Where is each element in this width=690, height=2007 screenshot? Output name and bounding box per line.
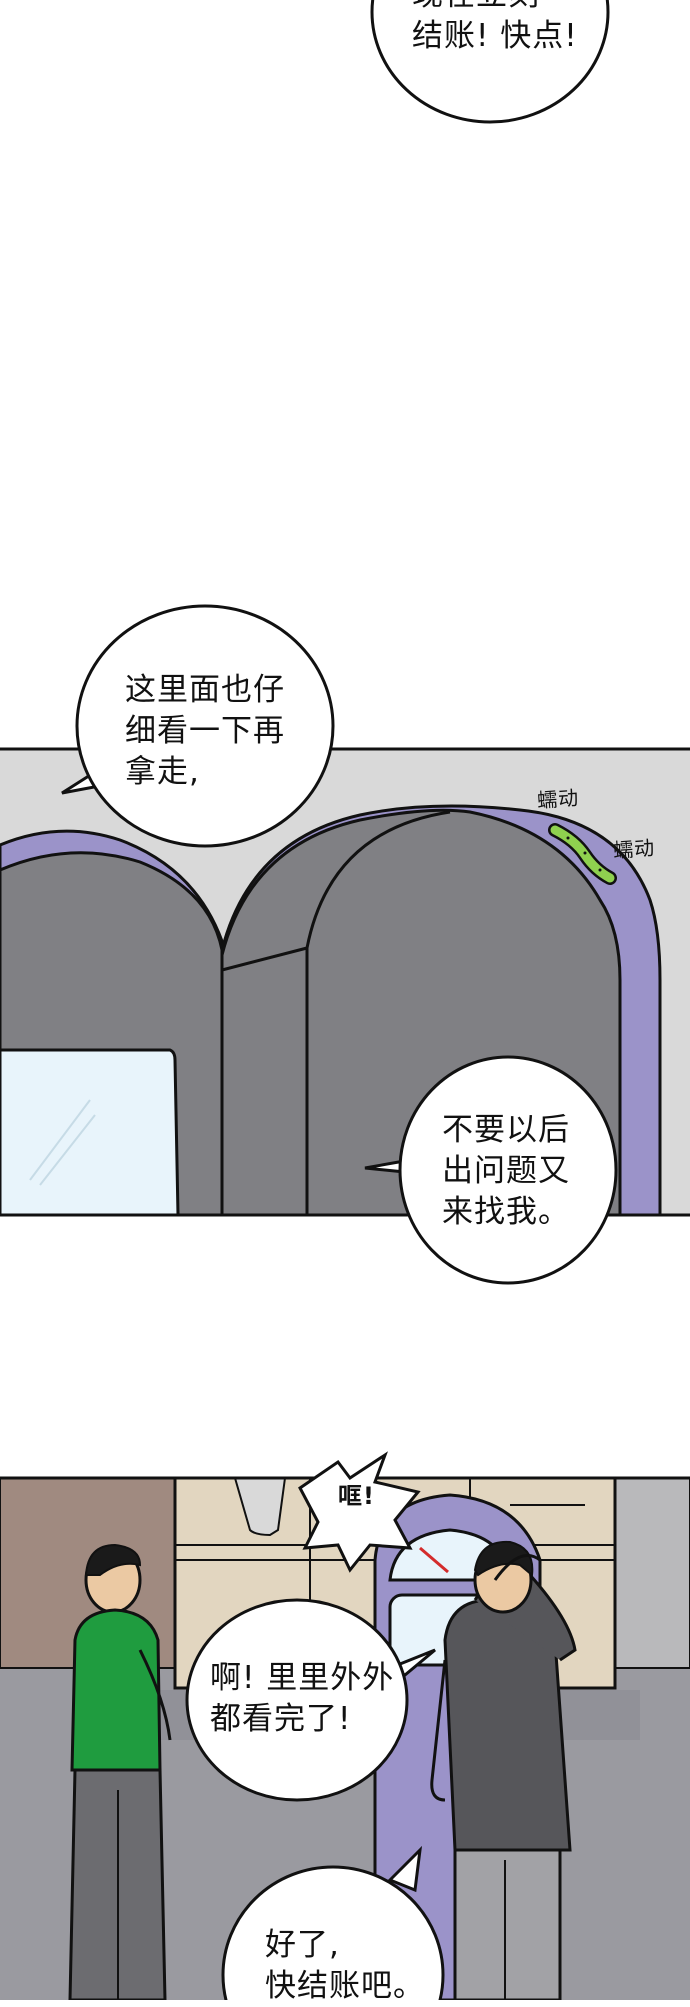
green-man-shirt — [70, 1608, 162, 1772]
hanging-cloth — [233, 1477, 287, 1537]
bubble-warning-shape — [364, 1055, 618, 1285]
bubble-done-line-2: 都看完了! — [210, 1701, 352, 1737]
bubble-top-line-2: 结账! 快点! — [412, 18, 578, 54]
clang-burst — [298, 1451, 421, 1573]
worm — [550, 825, 615, 883]
bubble-warning-line-2: 出问题又 — [442, 1153, 570, 1189]
bubble-checkout-body — [221, 1865, 445, 2000]
bubble-inspect-line-2: 细看一下再 — [125, 713, 285, 749]
green-man-arm — [138, 1649, 172, 1741]
bubble-done-line-1: 啊! 里里外外 — [210, 1660, 395, 1696]
left-machine-window — [0, 1048, 180, 1217]
man-raised-arm — [493, 1554, 541, 1581]
worm-spot-3 — [598, 868, 602, 872]
sfx-wriggle-2: 蠕动 — [612, 835, 656, 863]
man-left-arm — [430, 1659, 447, 1802]
bubble-done: 啊! 里里外外 都看完了! — [210, 1658, 394, 1740]
man-pants — [453, 1848, 562, 2000]
bubble-warning-body — [398, 1055, 618, 1285]
man-hair — [473, 1540, 534, 1577]
bubble-checkout: 好了, 快结账吧。 — [265, 1925, 425, 2007]
bubble-checkout-tail — [387, 1845, 423, 1893]
sfx-clang: 哐! — [338, 1482, 375, 1510]
bubble-top: 现在立刻 结账! 快点! — [412, 0, 578, 56]
worm-spot-2 — [583, 851, 587, 855]
bubble-warning-line-1: 不要以后 — [442, 1112, 570, 1148]
window-glare-2 — [39, 1114, 96, 1186]
bubble-done-shape — [185, 1598, 436, 1802]
bubble-warning: 不要以后 出问题又 来找我。 — [442, 1110, 570, 1233]
window-glare-1 — [29, 1099, 91, 1181]
sfx-wriggle-1: 蠕动 — [536, 785, 580, 813]
bubble-checkout-line-2: 快结账吧。 — [265, 1968, 425, 2004]
right-machine-door-arch — [305, 810, 451, 949]
worm-spot-1 — [566, 836, 570, 840]
bubble-inspect-shape — [61, 604, 335, 848]
bubble-warning-line-3: 来找我。 — [442, 1194, 570, 1230]
bubble-checkout-shape — [221, 1845, 445, 2000]
green-man-hair — [84, 1543, 142, 1576]
bubble-top-line-1: 现在立刻 — [412, 0, 540, 16]
bubble-inspect-line-3: 拿走, — [125, 754, 200, 790]
bubble-inspect-line-1: 这里面也仔 — [125, 672, 285, 708]
gauge-needle — [419, 1546, 449, 1574]
bubble-checkout-line-1: 好了, — [265, 1927, 340, 1963]
bubble-inspect: 这里面也仔 细看一下再 拿走, — [125, 670, 285, 793]
bubble-top-shape — [370, 0, 610, 124]
bubble-done-body — [185, 1598, 409, 1802]
bubble-inspect-body — [75, 604, 335, 848]
